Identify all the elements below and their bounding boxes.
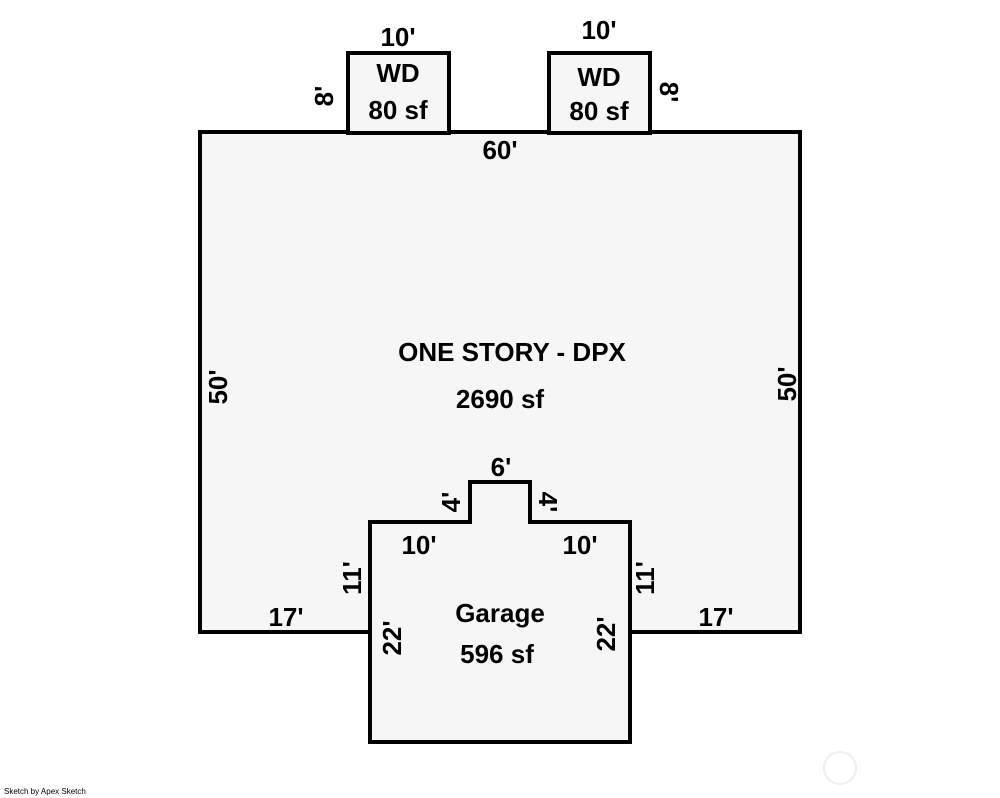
dim-bottom-left: 17' bbox=[268, 602, 303, 632]
dim-garage-side-left-upper: 11' bbox=[337, 561, 367, 595]
dim-left: 50' bbox=[203, 369, 233, 404]
wd-left-depth: 8' bbox=[309, 86, 339, 107]
dim-notch-left: 4' bbox=[436, 492, 466, 513]
dim-notch-right: 4' bbox=[533, 492, 563, 513]
dim-bottom-right: 17' bbox=[698, 602, 733, 632]
wd-left-width: 10' bbox=[380, 22, 415, 52]
wd-left-name: WD bbox=[376, 58, 419, 88]
wd-left-area: 80 sf bbox=[368, 95, 428, 125]
wd-right-width: 10' bbox=[581, 15, 616, 45]
garage-area: 596 sf bbox=[460, 639, 534, 669]
garage-outline bbox=[368, 480, 632, 744]
dim-right: 50' bbox=[772, 366, 802, 401]
footer-credit: Sketch by Apex Sketch bbox=[4, 787, 86, 796]
wd-right-name: WD bbox=[577, 62, 620, 92]
wd-right-area: 80 sf bbox=[569, 96, 629, 126]
watermark-circle-icon bbox=[823, 751, 857, 785]
dim-garage-top-right: 10' bbox=[562, 530, 597, 560]
main-area-size: 2690 sf bbox=[456, 384, 545, 414]
dim-garage-side-left: 22' bbox=[377, 620, 407, 655]
main-area-name: ONE STORY - DPX bbox=[398, 337, 626, 367]
wd-left-outline bbox=[346, 51, 451, 135]
garage-name: Garage bbox=[455, 598, 545, 628]
dim-garage-side-right-upper: 11' bbox=[630, 561, 660, 595]
wd-right-outline bbox=[547, 51, 652, 135]
dim-garage-top-left: 10' bbox=[401, 530, 436, 560]
wd-right-depth: 8' bbox=[654, 82, 684, 103]
dim-top: 60' bbox=[482, 135, 517, 165]
dim-notch-top: 6' bbox=[491, 452, 512, 482]
dim-garage-side-right: 22' bbox=[591, 616, 621, 651]
